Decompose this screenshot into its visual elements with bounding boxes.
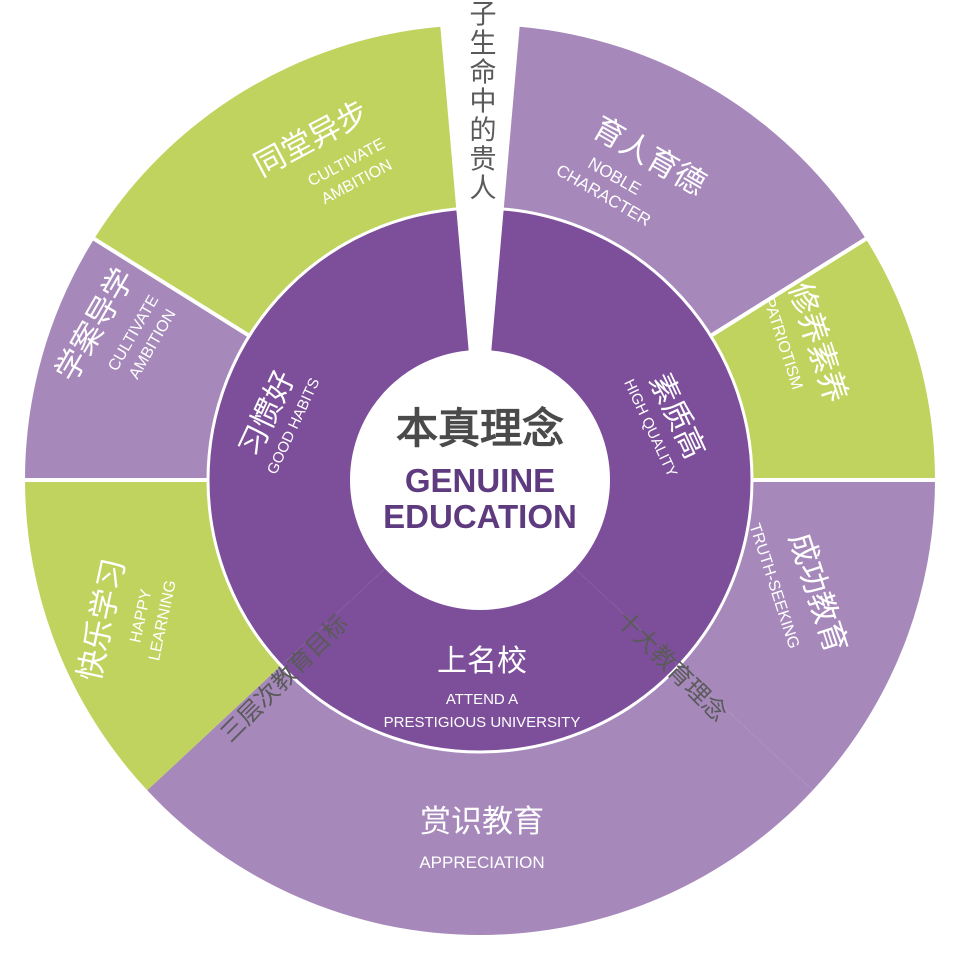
inner-bottom-zh: 上名校 xyxy=(437,644,527,679)
outer-segment-truth-seeking xyxy=(678,480,935,791)
outer-3-zh: 赏识教育 xyxy=(420,804,544,840)
inner-label-bottom: 上名校 ATTEND A PRESTIGIOUS UNIVERSITY xyxy=(384,644,581,731)
center-title-zh: 本真理念 xyxy=(396,404,564,453)
outer-segment-cultivate-ambition-left xyxy=(25,238,250,480)
inner-bottom-en1: ATTEND A xyxy=(446,691,518,708)
outer-label-appreciation: 赏识教育 APPRECIATION xyxy=(419,804,544,872)
outer-segment-noble-character xyxy=(503,26,866,336)
inner-segment-prestigious-university xyxy=(281,567,679,752)
outer-segment-patriotism xyxy=(710,238,935,480)
gap-label-top: 做孩子生命中的贵人 xyxy=(465,0,497,203)
center-title-en-line2: EDUCATION xyxy=(383,498,577,535)
inner-segment-good-habits xyxy=(208,209,469,666)
separator-line xyxy=(709,236,869,338)
outer-3-en1: APPRECIATION xyxy=(419,853,544,872)
ring-separator xyxy=(206,206,754,754)
center-title-en-line1: GENUINE xyxy=(405,462,555,499)
inner-bottom-en2: PRESTIGIOUS UNIVERSITY xyxy=(384,714,581,731)
outer-segment-appreciation xyxy=(147,665,813,936)
segment-separators xyxy=(23,206,937,754)
separator-line xyxy=(91,236,251,338)
outer-segment-cultivate-ambition-top xyxy=(94,26,457,336)
center-disc xyxy=(350,350,610,610)
inner-segment-high-quality xyxy=(491,209,752,666)
outer-segment-happy-learning xyxy=(25,480,282,791)
